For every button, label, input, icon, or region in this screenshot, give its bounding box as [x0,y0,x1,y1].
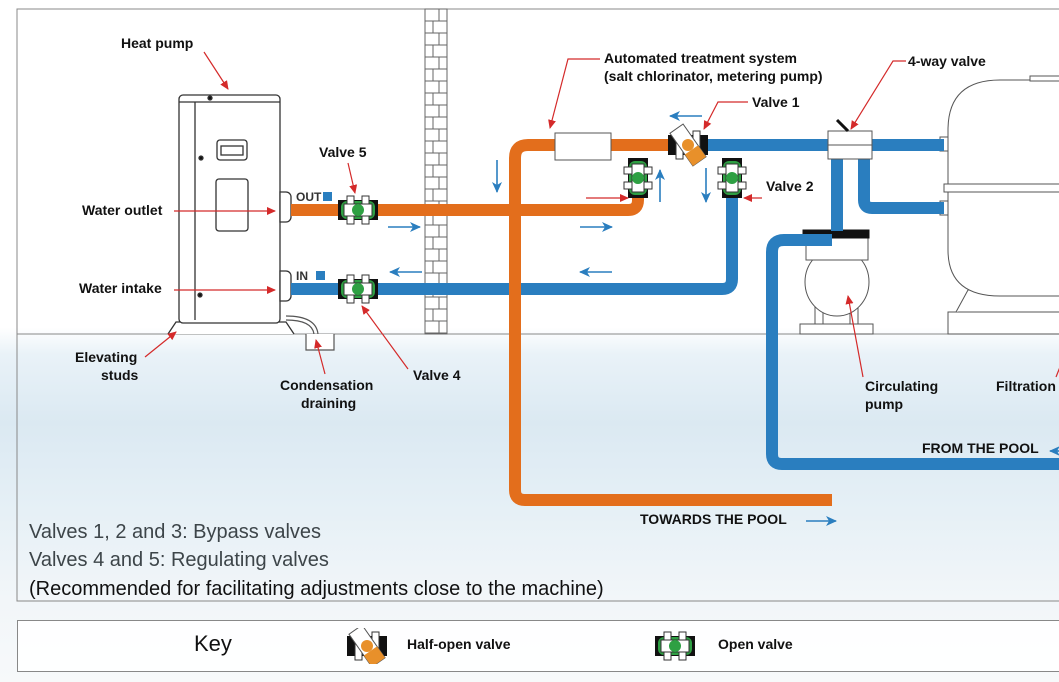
callout-treatment [548,58,600,129]
filter-tank [939,75,1059,335]
open-valve-icon [654,631,696,661]
half-open-valve-icon [346,628,388,664]
label-water-intake: Water intake [79,280,162,296]
label-water-outlet: Water outlet [82,202,163,218]
label-valve-1: Valve 1 [752,94,800,110]
intake-pipe [291,190,738,295]
out-tag-icon [323,192,332,201]
label-from-pool: FROM THE POOL [922,440,1039,456]
valve-4-open [337,274,379,304]
callout-valve-1 [703,101,748,130]
valve-3-open [623,157,653,199]
towards-pool-pipe [509,139,832,506]
callout-heat-pump [203,51,229,90]
brick-wall [424,8,448,335]
hot-water-pipes [291,139,832,506]
label-filtration: Filtration [996,378,1056,394]
flow-arrows [388,111,1059,526]
label-valve-4: Valve 4 [413,367,461,383]
label-elevating-studs-1: Elevating [75,349,137,365]
key-label-half-open: Half-open valve [407,636,511,652]
label-four-way-valve: 4-way valve [908,53,986,69]
note-bypass-valves: Valves 1, 2 and 3: Bypass valves [29,521,322,543]
callout-arrows [144,51,1059,378]
label-condensation-2: draining [301,395,356,411]
outlet-pipe [291,190,644,216]
circulating-pump [799,229,874,335]
callout-valve-4 [361,305,409,370]
callout-4way-valve [850,60,906,130]
key-panel [17,620,1059,672]
valve-2-open [717,157,747,199]
label-treatment-1: Automated treatment system [604,50,797,66]
4way-to-filter-bottom-pipe [858,150,944,214]
label-heat-pump: Heat pump [121,35,193,51]
four-way-valve [827,118,873,160]
callout-circulating-pump [845,295,864,378]
diagram-frame [16,8,1059,602]
callout-elevating-studs [144,331,177,358]
callout-condensation [314,339,326,375]
in-tag: IN [296,269,308,283]
label-towards-pool: TOWARDS THE POOL [640,511,787,527]
label-circulating-2: pump [865,396,903,412]
valve-5-open [337,195,379,225]
from-pool-pipe [766,234,1059,470]
cold-water-pipes [291,139,1059,470]
label-valve-2: Valve 2 [766,178,814,194]
label-valve-5: Valve 5 [319,144,367,160]
label-condensation-1: Condensation [280,377,373,393]
automated-treatment-box [554,132,612,161]
heat-pump [167,94,295,335]
label-treatment-2: (salt chlorinator, metering pump) [604,68,823,84]
label-circulating-1: Circulating [865,378,938,394]
label-elevating-studs-2: studs [101,367,139,383]
in-tag-icon [316,271,325,280]
callout-filtration [1055,367,1059,378]
key-label-open: Open valve [718,636,793,652]
valve-1-half-open [667,123,709,167]
out-tag: OUT [296,190,322,204]
key-title: Key [194,631,232,656]
callout-valve-5 [347,162,358,194]
note-recommendation: (Recommended for facilitating adjustment… [29,578,604,600]
note-regulating-valves: Valves 4 and 5: Regulating valves [29,549,329,571]
